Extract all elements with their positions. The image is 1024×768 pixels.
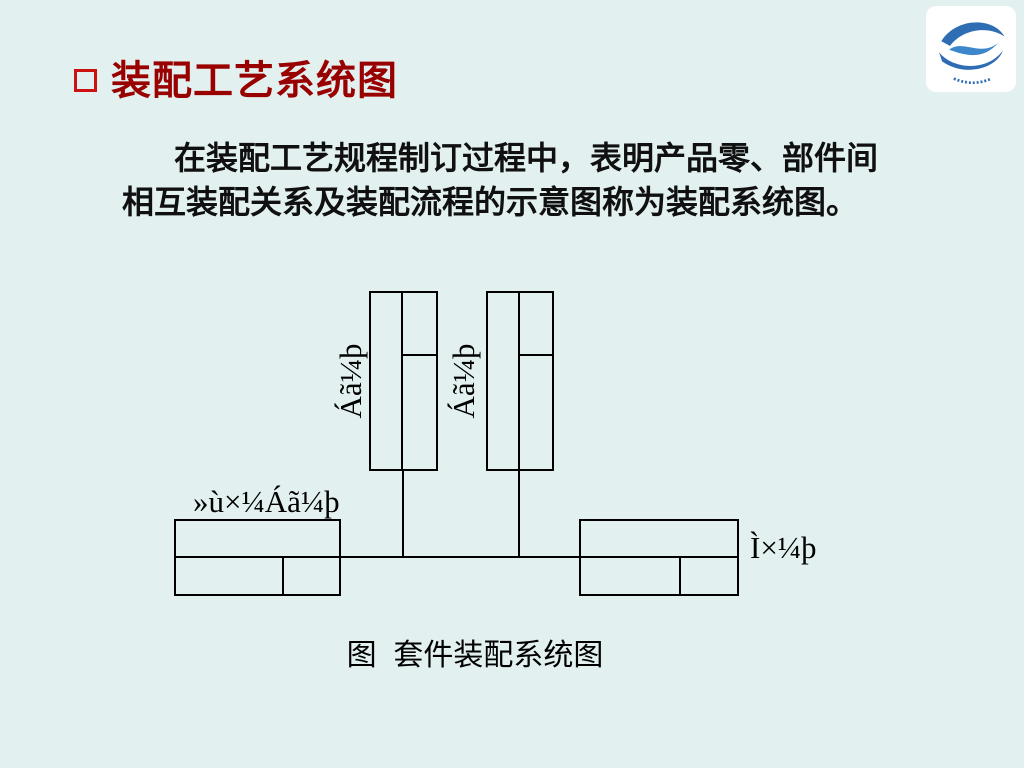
base-part-box — [174, 519, 341, 596]
body-paragraph-line-2: 相互装配关系及装配流程的示意图称为装配系统图。 — [122, 184, 859, 220]
body-paragraph-line-1: 在装配工艺规程制订过程中，表明产品零、部件间 — [174, 140, 879, 176]
square-bullet-icon — [74, 68, 97, 92]
kit-box — [579, 519, 739, 596]
part-box-1 — [369, 291, 438, 471]
university-logo — [926, 6, 1016, 92]
connector-lines — [175, 470, 738, 558]
kit-label: Ì×¼þ — [750, 530, 817, 565]
body-paragraph: 在装配工艺规程制订过程中，表明产品零、部件间 相互装配关系及装配流程的示意图称为… — [122, 136, 967, 224]
university-logo-icon — [939, 22, 1005, 85]
part-box-2 — [486, 291, 554, 471]
base-part-label: »ù×¼Áã¼þ — [193, 484, 340, 519]
page-title: 装配工艺系统图 — [111, 59, 398, 103]
part-box-2-label: Áã¼þ — [446, 343, 481, 419]
title-row: 装配工艺系统图 — [74, 48, 398, 106]
assembly-system-diagram — [150, 280, 800, 620]
part-box-1-label: Áã¼þ — [333, 343, 368, 419]
figure-caption: 图 套件装配系统图 — [346, 639, 604, 672]
